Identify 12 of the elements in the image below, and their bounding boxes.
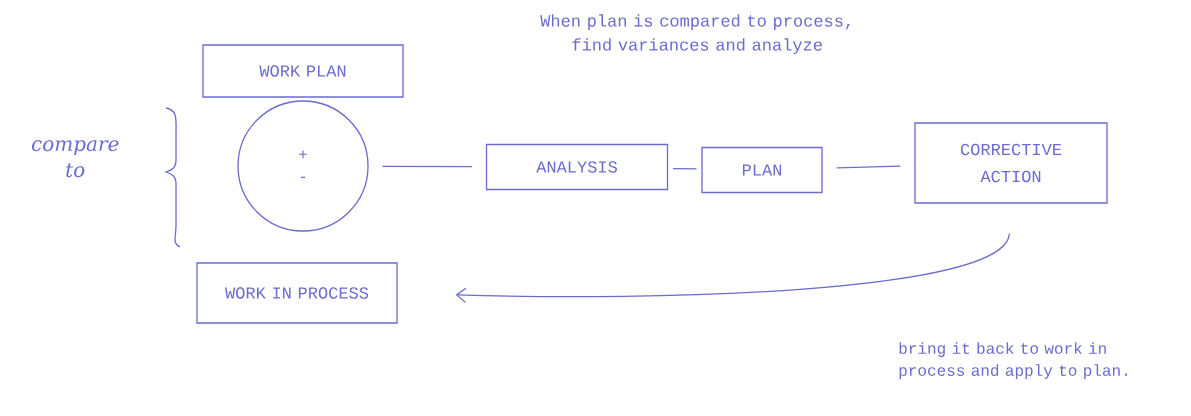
handwritten-note: compare to	[31, 140, 119, 178]
process-box: ANALYSIS	[485, 143, 669, 191]
curved-arrow	[455, 233, 1010, 303]
connector-line	[382, 165, 473, 168]
connector-line	[836, 165, 901, 169]
process-box: CORRECTIVE ACTION	[914, 122, 1108, 204]
process-box: WORK IN PROCESS	[196, 262, 398, 324]
connector-line	[672, 167, 698, 170]
process-box: WORK PLAN	[202, 44, 404, 98]
note: bring it back to work in process and apply to plan.	[899, 342, 1127, 380]
process-box: PLAN	[701, 146, 823, 194]
note: When plan is compared to process, find variances and analyze	[540, 14, 850, 55]
